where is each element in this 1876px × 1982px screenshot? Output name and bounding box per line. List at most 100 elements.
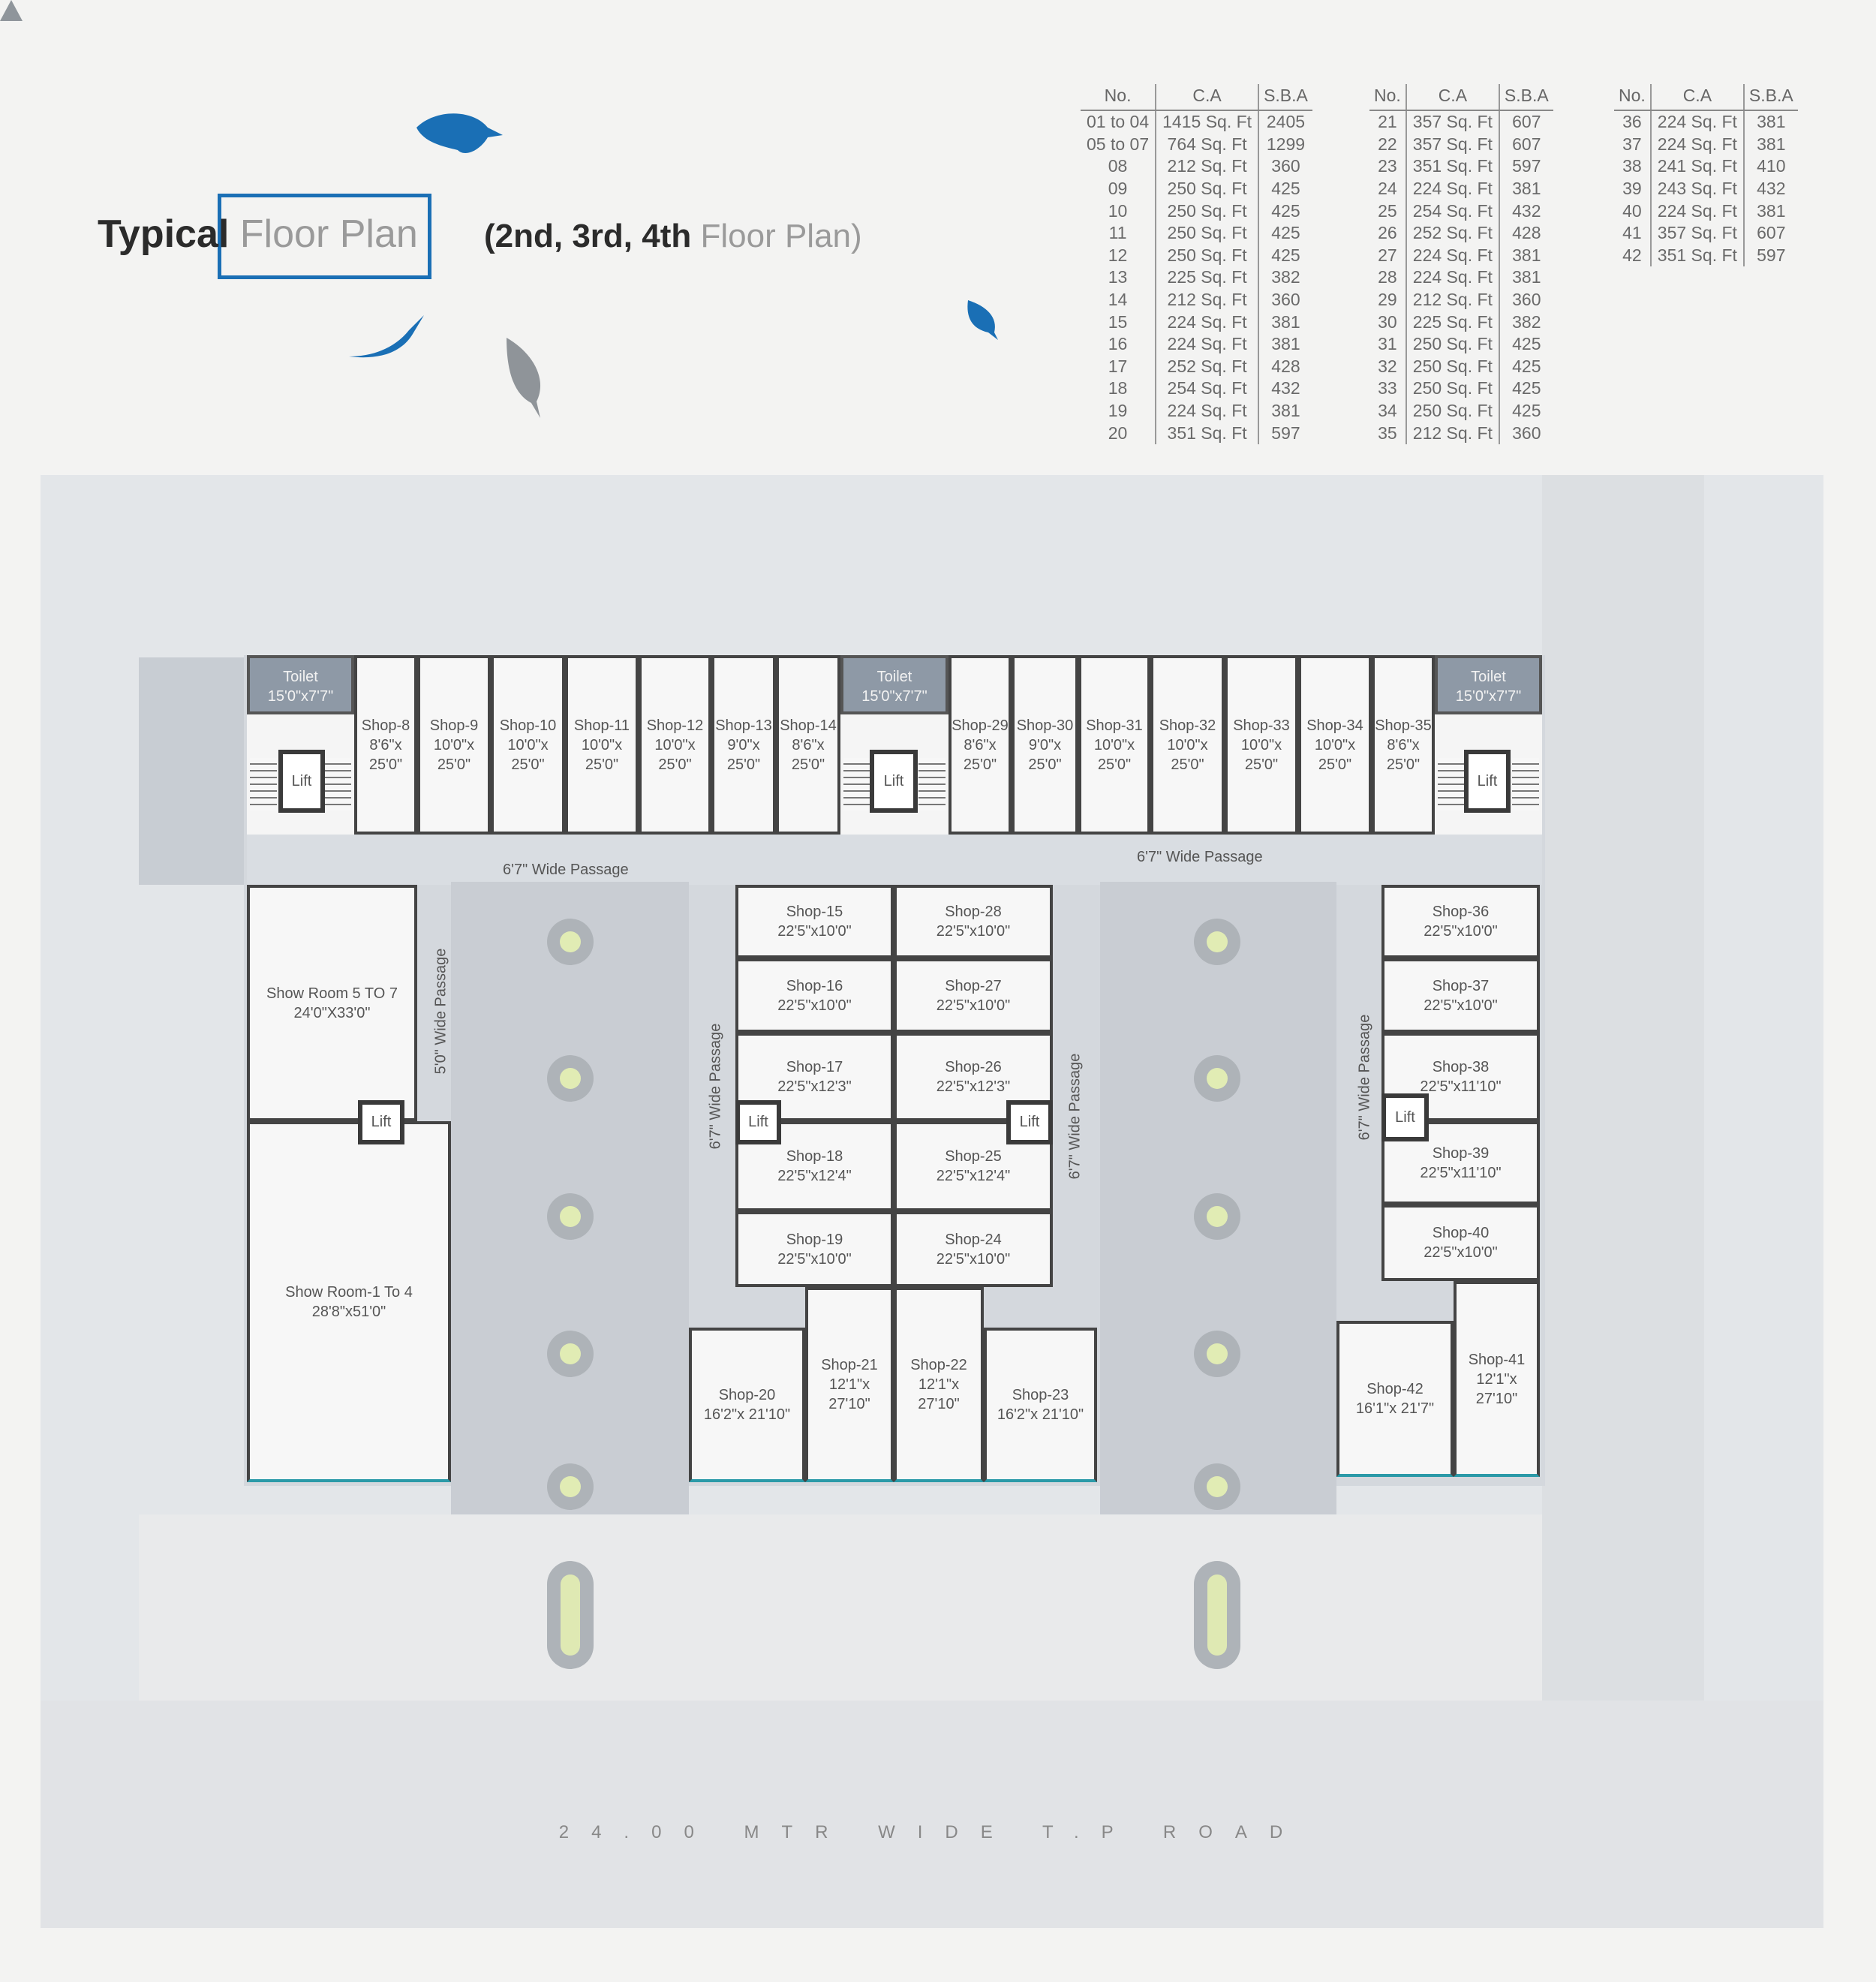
room-size: 22'5"x10'0" xyxy=(777,1250,852,1268)
room-size: 12'1"x 27'10" xyxy=(918,1376,960,1412)
column-header: C.A xyxy=(1155,84,1259,111)
table-cell: 21 xyxy=(1378,112,1397,132)
planter-circle xyxy=(1194,1193,1240,1240)
room-size: 16'1"x 21'7" xyxy=(1355,1400,1435,1417)
room-name: Shop-8 xyxy=(361,717,410,734)
room-size: 8'6"x 25'0" xyxy=(791,736,825,773)
room-name: Shop-32 xyxy=(1159,717,1216,734)
table-cell: 20 xyxy=(1108,423,1128,443)
table-cell: 30 xyxy=(1378,311,1397,332)
road-label: 24.00 MTR WIDE T.P ROAD xyxy=(558,1822,1306,1842)
table-cell: 607 xyxy=(1742,221,1798,245)
room-name: Shop-26 xyxy=(945,1059,1002,1075)
table-cell: 254 Sq. Ft xyxy=(1155,377,1259,400)
table-cell: 597 xyxy=(1498,155,1553,178)
table-cell: 11 xyxy=(1108,223,1127,243)
table-cell: 250 Sq. Ft xyxy=(1405,377,1499,400)
table-cell: 432 xyxy=(1258,377,1312,400)
room-size: 22'5"x11'10" xyxy=(1420,1078,1502,1095)
table-cell: 225 Sq. Ft xyxy=(1405,311,1499,333)
column-header: C.A xyxy=(1649,84,1744,111)
passage-label: 6'7" Wide Passage xyxy=(707,1023,724,1150)
title-light: Floor Plan xyxy=(239,212,418,256)
room-name: Shop-33 xyxy=(1233,717,1290,734)
table-cell: 37 xyxy=(1622,134,1642,154)
table-cell: 22 xyxy=(1378,134,1397,154)
lift: Lift xyxy=(1381,1093,1429,1141)
passage-label: 6'7" Wide Passage xyxy=(1356,1014,1373,1141)
room-name: Shop-41 xyxy=(1468,1351,1526,1368)
room-shop-19: Shop-19 22'5"x10'0" xyxy=(735,1211,894,1287)
lift: Lift xyxy=(278,750,325,813)
table-cell: 428 xyxy=(1258,355,1312,378)
room-size: 12'1"x 27'10" xyxy=(828,1376,870,1412)
table-cell: 425 xyxy=(1498,399,1553,423)
room-size: 22'5"x10'0" xyxy=(936,1250,1011,1268)
planter-circle xyxy=(547,1331,594,1377)
table-cell: 381 xyxy=(1742,133,1798,156)
room-name: Shop-16 xyxy=(786,977,843,994)
table-cell: 39 xyxy=(1622,179,1642,199)
table-cell: 381 xyxy=(1498,177,1553,200)
table-cell: 26 xyxy=(1378,223,1397,243)
column-header: No. xyxy=(1081,84,1156,111)
room-size: 16'2"x 21'10" xyxy=(703,1406,791,1423)
table-cell: 225 Sq. Ft xyxy=(1155,266,1259,289)
room-name: Shop-14 xyxy=(780,717,837,734)
table-cell: 381 xyxy=(1258,399,1312,423)
room-size: 22'5"x10'0" xyxy=(1424,923,1498,940)
page-title: Typical Floor Plan xyxy=(98,212,418,257)
room-size: 24'0"X33'0" xyxy=(293,1004,371,1021)
room-name: Shop-19 xyxy=(786,1231,843,1248)
table-cell: 224 Sq. Ft xyxy=(1405,266,1499,289)
table-cell: 381 xyxy=(1498,266,1553,289)
room-size: 10'0"x 25'0" xyxy=(1314,736,1356,773)
lift: Lift xyxy=(1006,1100,1053,1144)
table-cell: 597 xyxy=(1742,244,1798,267)
table-cell: 381 xyxy=(1498,244,1553,267)
planter-circle xyxy=(1194,1055,1240,1102)
planter-circle xyxy=(547,1055,594,1102)
room-name: Shop-24 xyxy=(945,1231,1002,1248)
planter-oval xyxy=(547,1561,594,1669)
room-name: Show Room-1 To 4 xyxy=(285,1283,413,1301)
table-cell: 432 xyxy=(1498,200,1553,222)
table-cell: 27 xyxy=(1378,245,1397,265)
title-bold: Typical xyxy=(98,212,230,256)
room-size: 9'0"x 25'0" xyxy=(726,736,761,773)
room-name: Shop-30 xyxy=(1016,717,1074,734)
room-name: Toilet xyxy=(876,669,912,685)
room-name: Shop-39 xyxy=(1432,1144,1490,1162)
table-cell: 41 xyxy=(1622,223,1642,243)
table-cell: 425 xyxy=(1258,200,1312,222)
room-name: Shop-17 xyxy=(786,1059,843,1075)
table-cell: 31 xyxy=(1378,334,1397,354)
planter-circle xyxy=(547,1463,594,1510)
table-cell: 357 Sq. Ft xyxy=(1649,221,1744,245)
room-size: 22'5"x12'4" xyxy=(936,1168,1011,1184)
table-cell: 29 xyxy=(1378,290,1397,310)
table-cell: 250 Sq. Ft xyxy=(1405,399,1499,423)
table-cell: 14 xyxy=(1108,290,1128,310)
column-header: S.B.A xyxy=(1498,84,1553,111)
table-cell: 212 Sq. Ft xyxy=(1405,422,1499,444)
table-cell: 2405 xyxy=(1258,110,1312,134)
table-cell: 360 xyxy=(1498,422,1553,444)
